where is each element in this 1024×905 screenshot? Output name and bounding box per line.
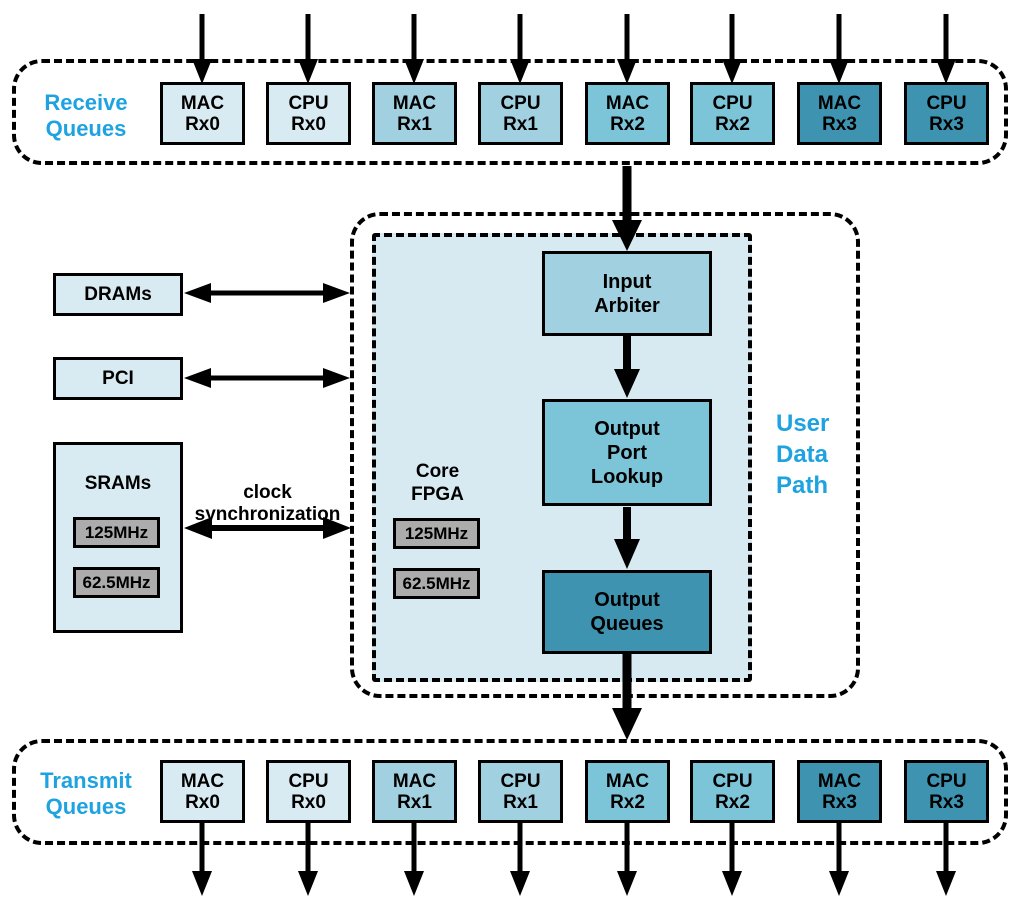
transmit-queue-mac-rx1: MAC Rx1 — [372, 760, 457, 823]
queue-label-line: Rx1 — [397, 113, 432, 135]
srams-label: SRAMs — [84, 473, 152, 494]
queue-label-line: Rx2 — [610, 791, 645, 813]
input-arbiter-block: Input Arbiter — [542, 251, 712, 336]
queue-label-line: Rx3 — [822, 113, 857, 135]
queue-label-line: MAC — [817, 770, 862, 792]
queue-label-line: Rx2 — [610, 113, 645, 135]
queue-label-line: Rx0 — [185, 113, 220, 135]
queue-label-line: CPU — [500, 770, 541, 792]
receive-queue-mac-rx1: MAC Rx1 — [372, 82, 457, 145]
receive-queues-label-line1: Receive — [44, 90, 128, 115]
arrow-pci-bidirectional — [184, 368, 350, 388]
clock-synchronization-label: clock synchronization — [190, 482, 345, 526]
transmit-queue-mac-rx0: MAC Rx0 — [160, 760, 245, 823]
transmit-queues-frame — [12, 739, 1008, 845]
receive-queue-mac-rx2: MAC Rx2 — [585, 82, 670, 145]
core-fpga-clock-125mhz: 125MHz — [393, 518, 480, 549]
arrow-drams-bidirectional — [184, 283, 350, 303]
block-label-line: Output — [594, 589, 660, 611]
queue-label-line: MAC — [392, 92, 437, 114]
queue-label-line: Rx1 — [503, 791, 538, 813]
core-fpga-label-line2: FPGA — [411, 484, 464, 505]
queue-label-line: MAC — [605, 770, 650, 792]
sram-clock-125mhz: 125MHz — [73, 517, 160, 548]
transmit-queues-label-line1: Transmit — [40, 768, 132, 793]
block-label-line: Output — [594, 417, 660, 440]
queue-label-line: CPU — [288, 92, 329, 114]
output-port-lookup-block: Output Port Lookup — [542, 399, 712, 506]
transmit-queue-cpu-rx0: CPU Rx0 — [266, 760, 351, 823]
queue-label-line: CPU — [926, 770, 967, 792]
receive-queue-mac-rx3: MAC Rx3 — [797, 82, 882, 145]
queue-label-line: CPU — [712, 92, 753, 114]
receive-queues-label: Receive Queues — [28, 90, 144, 142]
receive-queue-cpu-rx2: CPU Rx2 — [690, 82, 775, 145]
queue-label-line: Rx3 — [822, 791, 857, 813]
user-data-path-label-line2: Data — [776, 441, 829, 468]
queue-label-line: Rx2 — [715, 791, 750, 813]
queue-label-line: Rx3 — [929, 113, 964, 135]
user-data-path-frame — [350, 212, 860, 698]
user-data-path-label-line1: User — [776, 410, 830, 437]
queue-label-line: Rx3 — [929, 791, 964, 813]
transmit-queue-mac-rx3: MAC Rx3 — [797, 760, 882, 823]
block-label-line: Lookup — [590, 465, 664, 488]
user-data-path-label-line3: Path — [776, 472, 829, 499]
block-label-line: Queues — [590, 613, 664, 635]
queue-label-line: MAC — [605, 92, 650, 114]
queue-label-line: CPU — [712, 770, 753, 792]
queue-label-line: MAC — [180, 92, 225, 114]
queue-label-line: MAC — [817, 92, 862, 114]
core-fpga-label: Core FPGA — [390, 460, 485, 506]
clock-value: 125MHz — [84, 522, 149, 542]
output-queues-block: Output Queues — [542, 570, 712, 654]
receive-queue-cpu-rx1: CPU Rx1 — [478, 82, 563, 145]
clock-value: 62.5MHz — [402, 573, 471, 593]
queue-label-line: MAC — [180, 770, 225, 792]
receive-queue-cpu-rx0: CPU Rx0 — [266, 82, 351, 145]
clock-value: 62.5MHz — [82, 572, 151, 592]
queue-label-line: Rx0 — [291, 791, 326, 813]
clock-value: 125MHz — [404, 523, 469, 543]
transmit-queue-cpu-rx2: CPU Rx2 — [690, 760, 775, 823]
clock-sync-line1: clock — [243, 482, 292, 503]
queue-label-line: Rx2 — [715, 113, 750, 135]
receive-queues-label-line2: Queues — [45, 116, 127, 141]
transmit-queue-cpu-rx1: CPU Rx1 — [478, 760, 563, 823]
transmit-queues-label-line2: Queues — [45, 794, 127, 819]
pci-box: PCI — [53, 357, 183, 400]
transmit-queues-label: Transmit Queues — [28, 768, 144, 820]
core-fpga-label-line1: Core — [415, 461, 460, 482]
queue-label-line: Rx1 — [397, 791, 432, 813]
queue-label-line: CPU — [926, 92, 967, 114]
queue-label-line: Rx0 — [185, 791, 220, 813]
drams-box: DRAMs — [53, 273, 183, 316]
block-label-line: Port — [607, 441, 647, 464]
block-label-line: Input — [602, 270, 652, 293]
clock-sync-line2: synchronization — [194, 504, 341, 525]
queue-label-line: CPU — [288, 770, 329, 792]
pci-label: PCI — [102, 367, 134, 389]
sram-clock-62-5mhz: 62.5MHz — [73, 567, 160, 598]
queue-label-line: CPU — [500, 92, 541, 114]
user-data-path-label: User Data Path — [776, 408, 856, 501]
drams-label: DRAMs — [84, 283, 152, 305]
receive-queue-mac-rx0: MAC Rx0 — [160, 82, 245, 145]
receive-queue-cpu-rx3: CPU Rx3 — [904, 82, 989, 145]
core-fpga-clock-62-5mhz: 62.5MHz — [393, 568, 480, 599]
queue-label-line: MAC — [392, 770, 437, 792]
transmit-queue-cpu-rx3: CPU Rx3 — [904, 760, 989, 823]
block-label-line: Arbiter — [594, 294, 660, 317]
transmit-queue-mac-rx2: MAC Rx2 — [585, 760, 670, 823]
queue-label-line: Rx1 — [503, 113, 538, 135]
queue-label-line: Rx0 — [291, 113, 326, 135]
